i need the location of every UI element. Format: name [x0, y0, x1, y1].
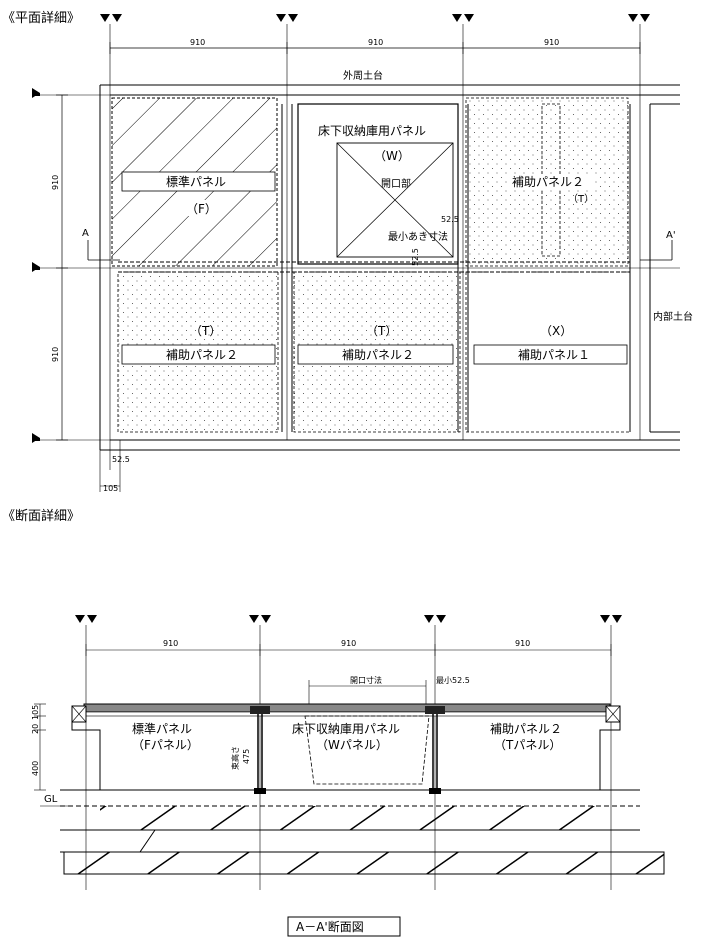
section-opening-dim	[308, 680, 427, 706]
cut-label-a-prime: A'	[666, 230, 676, 241]
plan-dim-left-2: 910	[51, 347, 60, 362]
grid-marker-left-3	[32, 433, 40, 443]
cut-line	[87, 240, 673, 261]
aux2-bottom-left-label: 補助パネル２	[166, 348, 238, 362]
aux2-bottom-mid-code: （T）	[366, 324, 397, 338]
bundle-height-label: 束高さ	[230, 746, 240, 770]
section-dim-400: 400	[31, 761, 40, 776]
ground-level-label: GL	[44, 794, 58, 805]
aux2-top-code: （T）	[568, 193, 594, 205]
storage-panel-label: 床下収納庫用パネル	[318, 124, 426, 138]
aux2-top-label: 補助パネル２	[512, 175, 584, 189]
standard-panel-code-bg	[180, 200, 218, 216]
aux2-bottom-left-box	[121, 344, 276, 365]
section-min-dim-label: 最小52.5	[436, 676, 470, 685]
plan-dim-top-3: 910	[544, 38, 559, 47]
section-post-right	[425, 706, 445, 794]
section-post-left	[250, 706, 270, 794]
inner-sill-label: 内部土台	[653, 310, 693, 323]
subfloor-hatch	[100, 806, 600, 830]
standard-panel-label: 標準パネル	[166, 174, 226, 189]
section-dim-left	[34, 703, 72, 807]
t-panel-sublabel: （Tパネル）	[494, 738, 561, 752]
opening-box	[336, 142, 454, 258]
aux2-bottom-left-code: （T）	[190, 324, 221, 338]
plan-dim-bottom	[99, 440, 121, 492]
plan-dim-left-1: 910	[51, 175, 60, 190]
aux2-bottom-mid-box	[297, 344, 454, 365]
plan-heading: 《平面詳細》	[2, 10, 80, 26]
storage-box	[304, 715, 430, 785]
cut-label-a: A	[82, 228, 89, 239]
standard-panel-code: （F）	[186, 202, 217, 216]
plan-dim-top-2: 910	[368, 38, 383, 47]
grid-marker-left-2	[32, 262, 40, 272]
inner-sill-lines	[118, 103, 680, 433]
section-left-sill	[71, 705, 87, 723]
section-dim-top-3: 910	[515, 639, 530, 648]
footing-hatch	[63, 851, 665, 875]
section-dim-top-2: 910	[341, 639, 356, 648]
section-opening-dim-label: 開口寸法	[350, 675, 382, 685]
bundle-height-dim: 475	[242, 749, 251, 764]
section-grid-marker-2	[249, 615, 271, 623]
aux2-top-label-bg	[510, 174, 594, 190]
section-dim-20: 20	[31, 724, 40, 734]
outer-sill-label: 外周土台	[343, 69, 383, 82]
aux1-label: 補助パネル１	[518, 348, 590, 362]
grid-marker-top-3	[452, 14, 474, 22]
section-caption-box	[287, 916, 401, 937]
grid-marker-top-4	[628, 14, 650, 22]
grid-marker-top-1	[100, 14, 122, 22]
w-panel-label: 床下収納庫用パネル	[292, 722, 400, 736]
floor-panel-underlayer	[83, 711, 611, 717]
f-panel-label: 標準パネル	[132, 721, 192, 736]
outer-sill	[99, 84, 680, 451]
plan-dim-top-1: 910	[190, 38, 205, 47]
opening-label: 開口部	[381, 177, 411, 190]
plan-dim-line-left	[56, 94, 68, 441]
section-caption: A－A'断面図	[296, 919, 364, 934]
t-panel-label: 補助パネル２	[490, 722, 562, 736]
aux1-code: （X）	[540, 324, 572, 338]
grid-marker-left-1	[32, 88, 40, 98]
footing-step	[60, 829, 156, 853]
plan-dim-52-5-right: 52.5	[441, 215, 459, 224]
standard-panel-label-box	[121, 171, 276, 192]
grid-marker-top-2	[276, 14, 298, 22]
section-right-sill	[605, 705, 621, 723]
section-grid-lines	[85, 625, 612, 890]
section-grid-marker-1	[75, 615, 97, 623]
section-heading: 《断面詳細》	[2, 508, 80, 524]
floor-panel-slab	[83, 703, 611, 713]
plan-dim-52-5-bottom-left: 52.5	[112, 455, 130, 464]
section-dim-105: 105	[31, 705, 40, 720]
storage-panel-code: （W）	[374, 149, 410, 163]
section-dim-top-1: 910	[163, 639, 178, 648]
w-panel-sublabel: （Wパネル）	[316, 738, 388, 752]
aux2-bottom-mid-label: 補助パネル２	[342, 348, 414, 362]
section-grid-marker-3	[424, 615, 446, 623]
opening-diagonal-2	[336, 142, 454, 258]
plan-dim-52-5-bottom: 52.5	[411, 248, 420, 266]
f-panel-sublabel: （Fパネル）	[132, 738, 199, 752]
min-clearance-label: 最小あき寸法	[388, 230, 448, 243]
plan-dim-105: 105	[103, 484, 118, 493]
aux1-box	[473, 344, 628, 365]
section-grid-marker-4	[600, 615, 622, 623]
plan-grid-lines	[40, 24, 680, 441]
